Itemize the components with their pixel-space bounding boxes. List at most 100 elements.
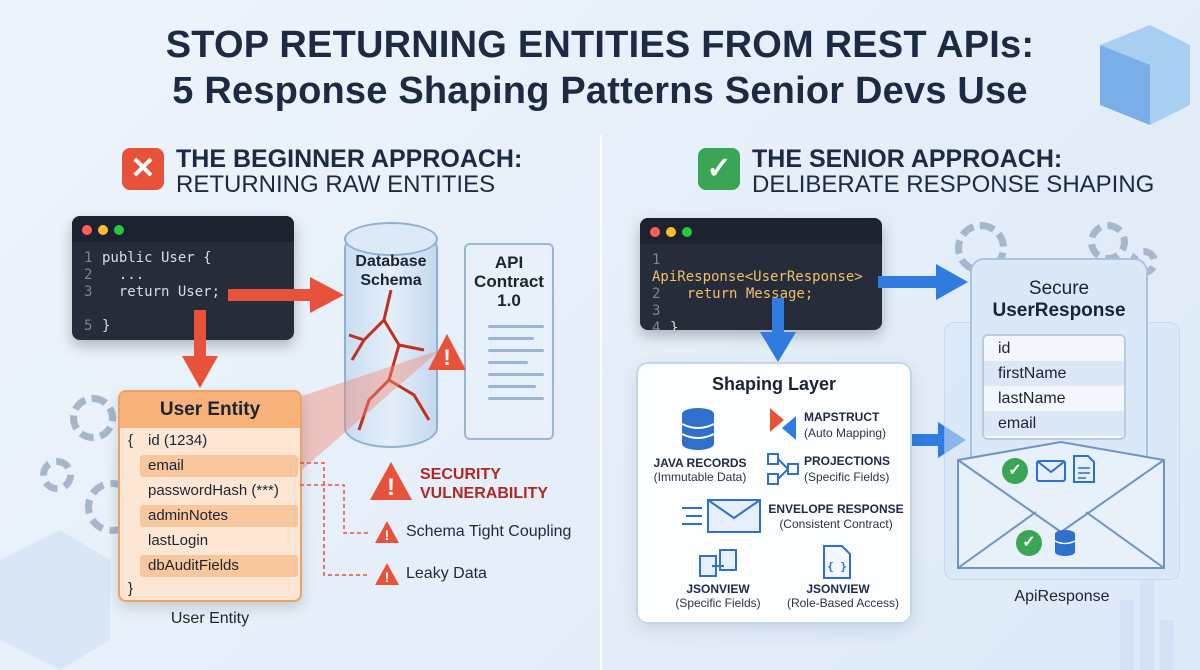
dashed-connectors bbox=[300, 462, 368, 576]
svg-text:!: ! bbox=[387, 474, 395, 501]
database-label: Database Schema bbox=[355, 253, 427, 289]
gear-icon bbox=[70, 395, 116, 441]
beginner-subheading: RETURNING RAW ENTITIES bbox=[176, 171, 496, 198]
check-badge-icon: ✓ bbox=[1002, 458, 1028, 484]
entity-field: email bbox=[140, 455, 298, 477]
pattern-subtitle: (Consistent Contract) bbox=[779, 517, 893, 531]
svg-text:!: ! bbox=[385, 569, 390, 585]
svg-text:!: ! bbox=[385, 527, 390, 543]
response-field-list: id firstName lastName email bbox=[982, 334, 1126, 440]
minimize-dot-icon bbox=[666, 227, 676, 237]
shaping-title: Shaping Layer bbox=[711, 374, 837, 394]
code-line: 5} bbox=[84, 318, 111, 334]
api-response-caption: ApiResponse bbox=[1014, 588, 1110, 605]
api-contract-document: API Contract 1.0 bbox=[464, 243, 554, 440]
svg-text:{ }: { } bbox=[827, 560, 847, 573]
response-field: id bbox=[998, 340, 1011, 357]
pattern-title: MAPSTRUCT bbox=[804, 410, 880, 424]
projection-nodes-icon bbox=[767, 453, 799, 485]
response-title-line-1: Secure bbox=[1028, 278, 1090, 299]
arrow-right-icon bbox=[228, 277, 344, 313]
close-dot-icon bbox=[650, 227, 660, 237]
close-brace: } bbox=[128, 580, 134, 597]
svg-text:!: ! bbox=[443, 345, 450, 370]
pattern-subtitle: (Immutable Data) bbox=[653, 470, 747, 484]
x-mark-icon: ✕ bbox=[122, 148, 164, 190]
pattern-subtitle: (Specific Fields) bbox=[675, 596, 761, 610]
response-field: lastName bbox=[998, 390, 1066, 407]
maximize-dot-icon bbox=[682, 227, 692, 237]
code-line: 2 ... bbox=[84, 267, 145, 283]
pattern-subtitle: (Auto Mapping) bbox=[804, 426, 887, 440]
code-body: 1ApiResponse<UserResponse> 2 return Mess… bbox=[640, 244, 882, 330]
message-icon bbox=[1036, 460, 1066, 482]
warning-icon: ! bbox=[375, 521, 399, 543]
mapstruct-logo-icon bbox=[770, 408, 796, 440]
crack-lines-icon bbox=[348, 290, 431, 431]
senior-code-window: 1ApiResponse<UserResponse> 2 return Mess… bbox=[640, 218, 882, 330]
pattern-title: JSONVIEW bbox=[686, 582, 750, 596]
code-line: 3 return User; bbox=[84, 284, 221, 300]
title-line-2: 5 Response Shaping Patterns Senior Devs … bbox=[172, 70, 1028, 112]
issue-leaky-data: Leaky Data bbox=[406, 565, 487, 582]
arrow-down-icon bbox=[760, 298, 796, 362]
contract-label: API Contract 1.0 bbox=[474, 253, 544, 310]
issue-tight-coupling: Schema Tight Coupling bbox=[406, 523, 572, 540]
document-icon bbox=[1073, 455, 1095, 483]
entity-field: id (1234) bbox=[148, 432, 208, 449]
response-title-line-2: UserResponse bbox=[992, 300, 1126, 321]
arrow-right-icon bbox=[912, 422, 966, 458]
arrow-down-icon bbox=[182, 310, 218, 388]
check-mark-icon: ✓ bbox=[698, 148, 740, 190]
pattern-title: ENVELOPE RESPONSE bbox=[768, 502, 904, 516]
entity-title: User Entity bbox=[120, 392, 300, 428]
beginner-heading: THE BEGINNER APPROACH: bbox=[176, 145, 523, 173]
response-field: email bbox=[984, 411, 1124, 436]
warning-icon: ! bbox=[428, 334, 466, 370]
gear-icon bbox=[40, 458, 74, 492]
code-line: 2 return Message; bbox=[652, 286, 814, 302]
envelope-icon bbox=[682, 499, 761, 533]
page-title: STOP RETURNING ENTITIES FROM REST APIs: … bbox=[0, 22, 1200, 114]
entity-field: adminNotes bbox=[140, 505, 298, 527]
close-dot-icon bbox=[82, 225, 92, 235]
leak-beam bbox=[290, 350, 440, 480]
window-titlebar bbox=[72, 216, 294, 242]
json-document-icon: { } bbox=[823, 545, 851, 579]
entity-caption: User Entity bbox=[170, 610, 250, 627]
response-field: firstName bbox=[984, 361, 1124, 386]
arrow-right-icon bbox=[878, 264, 968, 300]
database-top bbox=[344, 222, 438, 256]
warning-icon: ! bbox=[375, 563, 399, 585]
title-line-1: STOP RETURNING ENTITIES FROM REST APIs: bbox=[165, 24, 1035, 66]
code-line: 4} bbox=[652, 320, 679, 330]
entity-field: dbAuditFields bbox=[140, 555, 298, 577]
code-line: 1ApiResponse<UserResponse> bbox=[652, 252, 863, 285]
entity-field: lastLogin bbox=[148, 532, 209, 549]
warning-icon: ! bbox=[370, 462, 412, 501]
pattern-title: JSONVIEW bbox=[806, 582, 870, 596]
pattern-title: JAVA RECORDS bbox=[653, 456, 747, 470]
database-icon bbox=[1054, 530, 1076, 556]
user-entity-card: User Entity { id (1234) email passwordHa… bbox=[118, 390, 302, 602]
senior-heading: THE SENIOR APPROACH: bbox=[752, 145, 1063, 173]
shaping-layer-panel: Shaping Layer JAVA RECORDS (Immutable Da… bbox=[636, 362, 912, 624]
entity-field: passwordHash (***) bbox=[148, 482, 279, 499]
view-windows-icon bbox=[699, 549, 737, 577]
database-icon bbox=[681, 408, 715, 450]
check-badge-icon: ✓ bbox=[1016, 530, 1042, 556]
open-brace: { bbox=[128, 432, 134, 449]
senior-subheading: DELIBERATE RESPONSE SHAPING bbox=[752, 171, 1155, 198]
section-divider bbox=[600, 135, 602, 670]
maximize-dot-icon bbox=[114, 225, 124, 235]
minimize-dot-icon bbox=[98, 225, 108, 235]
security-label: SECURITY VULNERABILITY bbox=[420, 466, 548, 502]
pattern-subtitle: (Specific Fields) bbox=[804, 470, 890, 484]
pattern-subtitle: (Role-Based Access) bbox=[786, 596, 900, 610]
gear-icon bbox=[1088, 222, 1128, 262]
window-titlebar bbox=[640, 218, 882, 244]
